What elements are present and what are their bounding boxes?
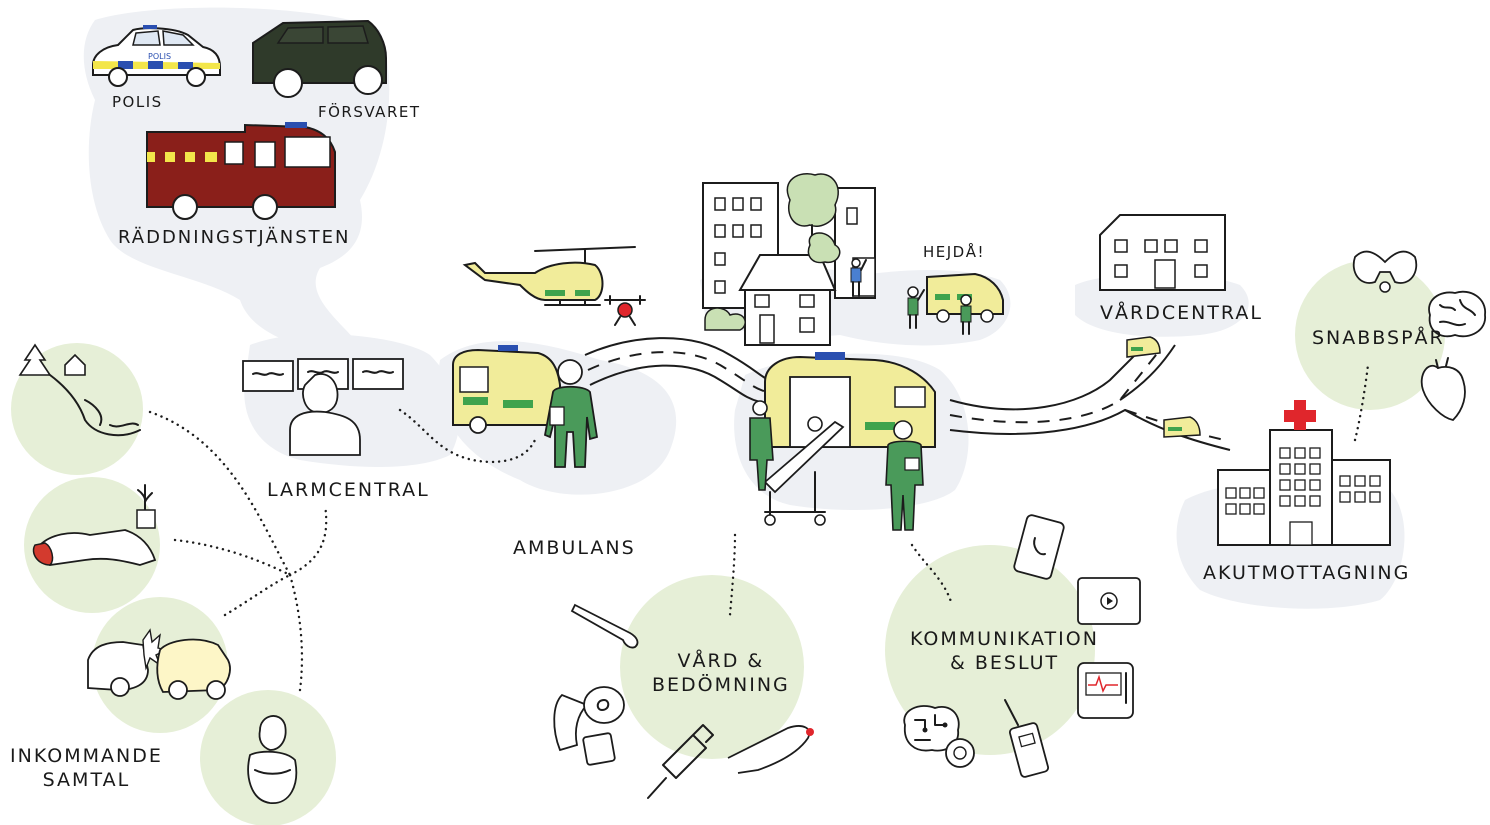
paramedic-icon	[543, 359, 599, 468]
label-raddningstjansten: RÄDDNINGSTJÄNSTEN	[118, 227, 351, 248]
komm-circle	[885, 545, 1095, 755]
house-icon	[738, 254, 837, 346]
distressed-person-icon	[247, 715, 298, 804]
brain-icon	[1428, 290, 1486, 338]
helicopter-icon	[462, 246, 636, 306]
watch-icon	[945, 738, 975, 768]
fire-truck-icon	[146, 122, 336, 220]
car-crash-icon	[87, 628, 231, 700]
thermometer-icon	[570, 603, 639, 649]
label-komm-line1: KOMMUNIKATION	[910, 628, 1099, 650]
hospital-icon	[1217, 400, 1391, 546]
road	[584, 337, 1231, 451]
pelvis-icon	[1352, 250, 1418, 293]
label-hejda: HEJDÅ!	[923, 243, 986, 261]
label-kommunikation-beslut: KOMMUNIKATION & BESLUT	[910, 628, 1099, 676]
goodbye-paramedics-icon	[907, 286, 972, 335]
label-vard-line2: BEDÖMNING	[652, 673, 790, 696]
label-inkommande-line2: SAMTAL	[42, 768, 131, 791]
small-ambulance-top-icon	[1126, 336, 1161, 358]
paramedic-right-icon	[885, 420, 924, 531]
label-polis: POLIS	[112, 93, 163, 111]
bushes-icon	[704, 232, 841, 331]
phone-icon	[1013, 514, 1065, 580]
ambulance-icon	[452, 345, 561, 434]
red-cross-icon	[1284, 400, 1316, 430]
vard-circle	[620, 575, 804, 759]
apartment-building-right-icon	[834, 187, 876, 299]
forest-circle	[11, 343, 143, 475]
syringe-icon	[647, 724, 714, 799]
pulse-oximeter-icon	[727, 725, 814, 774]
defibrillator-icon	[1077, 662, 1134, 719]
label-forsvaret: FÖRSVARET	[318, 103, 421, 121]
collapsed-person-icon	[32, 484, 157, 566]
label-vardcentral: VÅRDCENTRAL	[1100, 302, 1263, 324]
military-truck-icon	[252, 19, 387, 98]
label-komm-line2: & BESLUT	[950, 651, 1060, 674]
heart-icon	[1420, 357, 1466, 421]
forest-cabin-icon	[18, 343, 141, 437]
label-snabbspar: SNABBSPÅR	[1312, 327, 1445, 349]
bandage-icon	[553, 686, 625, 766]
stretcher-icon	[763, 416, 845, 526]
radio-icon	[1004, 699, 1049, 778]
snabbspar-circle	[1295, 260, 1445, 410]
dotted-connectors	[148, 363, 1370, 692]
label-vard-line1: VÅRD &	[677, 650, 765, 672]
waving-person-icon	[850, 258, 867, 297]
label-akutmottagning: AKUTMOTTAGNING	[1203, 562, 1411, 584]
ai-chip-brain-icon	[903, 705, 960, 752]
label-inkommande-line1: INKOMMANDE	[10, 745, 163, 767]
paramedic-left-icon	[749, 400, 774, 491]
tablet-video-icon	[1077, 577, 1141, 625]
operator-icon	[289, 373, 361, 456]
police-car-icon: POLIS	[92, 25, 221, 87]
label-inkommande-samtal: INKOMMANDE SAMTAL	[10, 745, 163, 793]
small-ambulance-bottom-icon	[1163, 416, 1201, 438]
label-vard-bedomning: VÅRD & BEDÖMNING	[652, 650, 790, 698]
label-ambulans: AMBULANS	[513, 537, 636, 559]
health-center-icon	[1099, 214, 1226, 291]
svg-text:POLIS: POLIS	[148, 52, 171, 61]
label-larmcentral: LARMCENTRAL	[267, 479, 430, 501]
drone-icon	[604, 295, 646, 326]
